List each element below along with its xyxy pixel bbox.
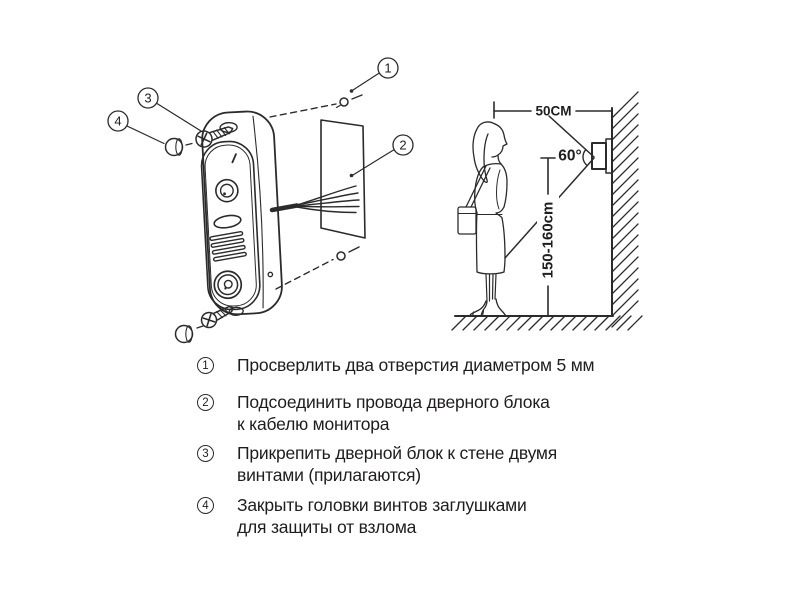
dashed-line-bottom [275,258,334,290]
shoe-heel [481,309,485,317]
bottom-cap-dash [196,325,204,329]
call-button-ring [213,270,243,300]
instruction-text-line: Закрыть головки винтов заглушками [237,495,527,515]
door-unit-side-edge [252,115,264,309]
person-neck [497,154,502,165]
mounting-diagram: 50CM 60° 150-160cm [451,91,643,331]
call-button-bell-icon [223,279,233,289]
callout-3: 3 [137,87,202,132]
door-unit [164,110,283,344]
instruction-item-3: 3 Прикрепить дверной блок к стене двумя … [197,443,557,486]
camera-lens-dot [223,192,226,196]
speaker-grille [209,231,247,262]
dashed-line-top [269,103,337,118]
instruction-text-line: Просверлить два отверстия диаметром 5 мм [237,355,595,375]
person-shoe-back [468,300,487,317]
instruction-number: 4 [197,497,214,514]
shoulder-bag [457,206,477,235]
bag-strap [470,167,491,208]
front-panel [200,140,261,311]
side-hole [267,271,274,278]
person-face [491,123,508,158]
top-cap-plug [164,137,184,157]
bag-strap [465,165,487,208]
dimension-height: 150-160cm [537,157,559,317]
dashed-tail-bottom [348,246,360,253]
front-panel-bezel [204,144,257,307]
person-shoulder [482,162,502,168]
callout-number: 2 [399,138,406,153]
angle-label: 60° [558,148,581,165]
callout-2: 2 [349,134,414,178]
dashed-tail-top [351,94,363,100]
phillips-cross-icon [202,313,216,327]
person-arm [496,169,501,210]
top-screw-hole [219,121,238,133]
shoe-heel [471,311,475,317]
person-hands [495,206,505,219]
bottom-cap-plug [174,324,194,344]
instruction-item-2: 2 Подсоединить провода дверного блока к … [197,392,550,435]
callout-1: 1 [349,57,399,93]
angle-arc [582,148,588,166]
wall-hatching [611,91,639,328]
instruction-number: 2 [197,394,214,411]
drill-hole-bottom [336,251,346,261]
dimension-50cm: 50CM [493,101,613,119]
bottom-screw-hole [228,306,244,316]
top-cap-dash [185,142,193,146]
camera-lens-ring [215,178,239,203]
distance-label: 50CM [535,104,571,119]
person-hair [472,121,496,184]
instruction-number: 1 [197,357,214,374]
person-figure [457,121,508,317]
height-label: 150-160cm [540,202,557,279]
instruction-item-4: 4 Закрыть головки винтов заглушками для … [197,495,527,538]
drill-guides [269,94,363,290]
instruction-text-line: винтами (прилагаются) [237,464,421,485]
phillips-cross-icon [197,132,211,146]
person-legs [485,273,497,302]
drill-hole-top [339,97,349,107]
wall-plate [320,119,366,239]
person-skirt [475,212,506,275]
cable-bundle [269,203,300,213]
instruction-text-line: Подсоединить провода дверного блока [237,392,550,412]
callout-4: 4 [107,110,165,145]
installation-diagram: 1 2 3 4 50CM [107,57,643,344]
name-window [213,214,242,229]
callout-number: 3 [144,91,151,106]
callout-number: 1 [384,61,391,76]
call-button [217,274,239,296]
ground-hatching [451,315,643,331]
call-button-bell-dot [224,287,227,290]
instruction-text-line: к кабелю монитора [237,413,390,434]
mic-hole [231,153,237,164]
door-station-on-wall [591,138,613,174]
person-shoe-front [480,298,507,317]
bottom-screw [200,305,234,329]
instruction-item-1: 1 Просверлить два отверстия диаметром 5 … [197,355,595,377]
callout-number: 4 [114,114,121,129]
camera-lens [219,183,234,198]
instruction-number: 3 [197,445,214,462]
person-jacket-front [500,163,508,208]
instruction-text-line: для защиты от взлома [237,516,417,537]
wires [269,185,360,214]
instruction-text-line: Прикрепить дверной блок к стене двумя [237,443,558,463]
